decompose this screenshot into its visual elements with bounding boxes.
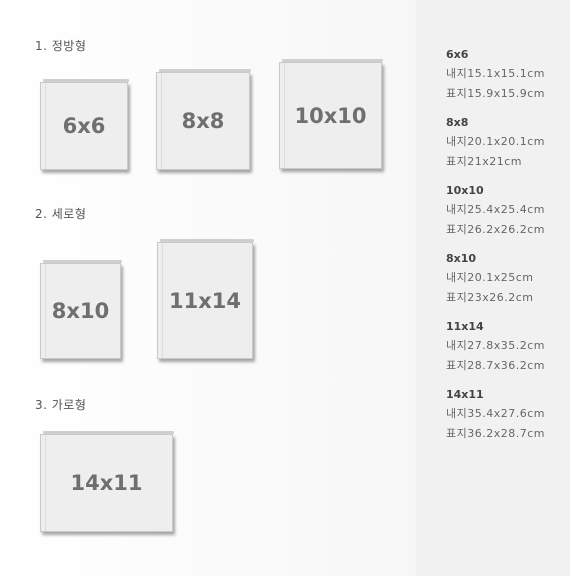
spec-8x8: 8x8 내지20.1x20.1cm 표지21x21cm <box>446 116 545 169</box>
book-specs-panel <box>416 0 570 576</box>
spec-8x10: 8x10 내지20.1x25cm 표지23x26.2cm <box>446 252 534 305</box>
spec-name: 8x8 <box>446 116 469 129</box>
spec-inner-size: 내지27.8x35.2cm <box>446 339 545 352</box>
spec-14x11: 14x11 내지35.4x27.6cm 표지36.2x28.7cm <box>446 388 545 441</box>
book-8x8[interactable]: 8x8 <box>156 69 251 170</box>
spec-name: 8x10 <box>446 252 477 265</box>
section-title-landscape: 3. 가로형 <box>35 398 87 412</box>
spec-6x6: 6x6 내지15.1x15.1cm 표지15.9x15.9cm <box>446 48 545 101</box>
spec-name: 11x14 <box>446 320 484 333</box>
spec-cover-size: 표지15.9x15.9cm <box>446 87 545 100</box>
section-title-portrait: 2. 세로형 <box>35 207 87 221</box>
spec-cover-size: 표지36.2x28.7cm <box>446 427 545 440</box>
book-6x6[interactable]: 6x6 <box>40 79 129 170</box>
spec-cover-size: 표지28.7x36.2cm <box>446 359 545 372</box>
spec-11x14: 11x14 내지27.8x35.2cm 표지28.7x36.2cm <box>446 320 545 373</box>
book-6x6-label: 6x6 <box>62 114 106 138</box>
book-14x11[interactable]: 14x11 <box>40 431 174 532</box>
spec-10x10: 10x10 내지25.4x25.4cm 표지26.2x26.2cm <box>446 184 545 237</box>
spec-name: 14x11 <box>446 388 484 401</box>
book-10x10[interactable]: 10x10 <box>279 59 383 169</box>
spec-inner-size: 내지25.4x25.4cm <box>446 203 545 216</box>
book-10x10-label: 10x10 <box>294 103 367 128</box>
book-8x8-label: 8x8 <box>181 109 225 133</box>
book-11x14-label: 11x14 <box>169 288 241 313</box>
spec-inner-size: 내지20.1x20.1cm <box>446 135 545 148</box>
spec-inner-size: 내지20.1x25cm <box>446 271 534 284</box>
section-title-square: 1. 정방형 <box>35 39 87 53</box>
spec-cover-size: 표지26.2x26.2cm <box>446 223 545 236</box>
book-8x10[interactable]: 8x10 <box>40 260 122 359</box>
book-14x11-label: 14x11 <box>70 471 143 495</box>
spec-inner-size: 내지35.4x27.6cm <box>446 407 545 420</box>
book-11x14[interactable]: 11x14 <box>157 239 254 359</box>
spec-name: 6x6 <box>446 48 469 61</box>
spec-cover-size: 표지23x26.2cm <box>446 291 534 304</box>
book-8x10-label: 8x10 <box>51 299 110 323</box>
spec-inner-size: 내지15.1x15.1cm <box>446 67 545 80</box>
spec-cover-size: 표지21x21cm <box>446 155 523 168</box>
spec-name: 10x10 <box>446 184 484 197</box>
